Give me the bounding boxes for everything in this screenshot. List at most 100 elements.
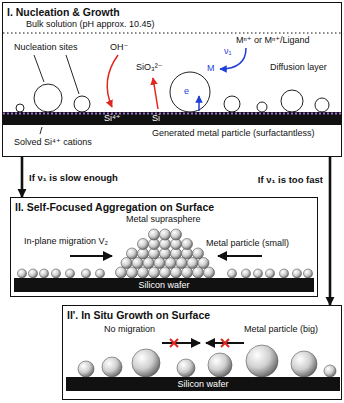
metal-particle: [315, 98, 329, 112]
sphere: [82, 269, 91, 278]
metal-particles: [16, 72, 329, 112]
sphere: [324, 365, 336, 377]
metal-particle: [34, 84, 62, 112]
sphere: [160, 267, 171, 278]
flow-arrow: [21, 157, 24, 197]
sphere: [149, 229, 160, 240]
sphere: [165, 258, 176, 269]
metal-particle: [16, 104, 24, 112]
callout-label: Nucleation sites: [14, 42, 78, 53]
wafer-label: Silicon wafer: [177, 379, 228, 390]
sphere: [29, 269, 38, 278]
sphere: [171, 267, 182, 278]
sphere: [246, 345, 278, 377]
sphere: [18, 269, 27, 278]
flow-arrow: [329, 157, 332, 305]
leader-line: [66, 55, 79, 94]
metal-particle: [257, 102, 267, 112]
small-particles: [18, 269, 313, 278]
sphere: [280, 269, 289, 278]
reduction-arrow: [220, 48, 246, 69]
sphere: [266, 269, 275, 278]
sphere: [204, 267, 215, 278]
precursor-label: Mⁿ⁺ or Mⁿ⁺/Ligand: [236, 35, 310, 46]
sphere: [293, 269, 302, 278]
metal-symbol: M: [207, 63, 215, 74]
cross-mark: [221, 339, 229, 347]
sphere: [304, 269, 313, 278]
sphere: [177, 359, 195, 377]
sphere: [182, 239, 193, 250]
sphere: [171, 229, 182, 240]
sphere: [132, 258, 143, 269]
sphere: [176, 258, 187, 269]
sphere: [149, 267, 160, 278]
reaction-arrow: [153, 78, 158, 109]
sphere: [102, 357, 122, 377]
sphere: [160, 229, 171, 240]
sphere: [96, 269, 105, 278]
callout-label: Metal particle (small): [206, 238, 289, 249]
sphere: [138, 239, 149, 250]
ion-label: SiO₃²⁻: [136, 62, 162, 73]
sphere: [254, 269, 263, 278]
sphere: [121, 258, 132, 269]
big-particles: [78, 345, 336, 377]
metal-particle: [281, 90, 303, 112]
sphere: [116, 267, 127, 278]
sphere: [132, 349, 160, 377]
callout-label: No migration: [104, 324, 155, 335]
metal-particle: [224, 96, 240, 112]
sphere: [208, 353, 232, 377]
sphere: [78, 361, 94, 377]
sphere: [143, 258, 154, 269]
sphere: [198, 258, 209, 269]
leader-line: [40, 127, 42, 134]
migration-arrow: [70, 255, 112, 257]
rate-symbol: ν₁: [224, 46, 232, 57]
ion-label: Si⁴⁺: [104, 113, 121, 124]
callout-label: Metal particle (big): [244, 324, 318, 335]
sphere: [228, 269, 237, 278]
sphere: [127, 248, 138, 259]
silicon-wafer: [3, 112, 341, 125]
metal-suprasphere: [116, 229, 215, 278]
ion-label: OH⁻: [110, 42, 128, 53]
condition-label: If ν₁ is slow enough: [29, 172, 118, 183]
sphere: [242, 269, 251, 278]
condition-label: If ν₁ is too fast: [258, 174, 323, 185]
dissolved-cations: [3, 113, 341, 115]
stage-panel: II'. In Situ Growth on SurfaceSilicon wa…: [62, 305, 342, 400]
bulk-solution-label: Bulk solution (pH approx. 10.45): [26, 19, 155, 30]
callout-label: Metal suprasphere: [126, 214, 201, 225]
sphere: [66, 269, 75, 278]
sphere: [193, 248, 204, 259]
callout-label: Generated metal particle (surfactantless…: [152, 128, 315, 139]
metal-particle: [74, 96, 90, 112]
sphere: [182, 267, 193, 278]
panel-title: II. Self-Focused Aggregation on Surface: [15, 201, 214, 213]
cross-mark: [170, 339, 178, 347]
wafer-label: Silicon wafer: [138, 280, 189, 291]
element-label: Si: [152, 113, 160, 124]
sphere: [187, 258, 198, 269]
silicon-wafer: Silicon wafer: [66, 377, 340, 391]
layer-label: Diffusion layer: [270, 62, 327, 73]
sphere: [154, 258, 165, 269]
sphere: [193, 267, 204, 278]
panel-title: II'. In Situ Growth on Surface: [67, 309, 210, 321]
silicon-wafer: Silicon wafer: [14, 278, 314, 292]
sphere: [52, 269, 61, 278]
leader-line: [34, 55, 44, 82]
diffusion-boundary: [3, 33, 341, 34]
sphere: [291, 351, 317, 377]
callout-label: Solved Si⁴⁺ cations: [14, 137, 92, 148]
migration-arrow: [218, 255, 262, 257]
electron-arrow: [198, 96, 200, 111]
callout-label: In-plane migration V₂: [24, 236, 108, 247]
reaction-arrow: [107, 55, 118, 107]
sphere: [127, 267, 138, 278]
panel-title: I. Nucleation & Growth: [7, 6, 120, 18]
metal-particle: [170, 72, 210, 112]
